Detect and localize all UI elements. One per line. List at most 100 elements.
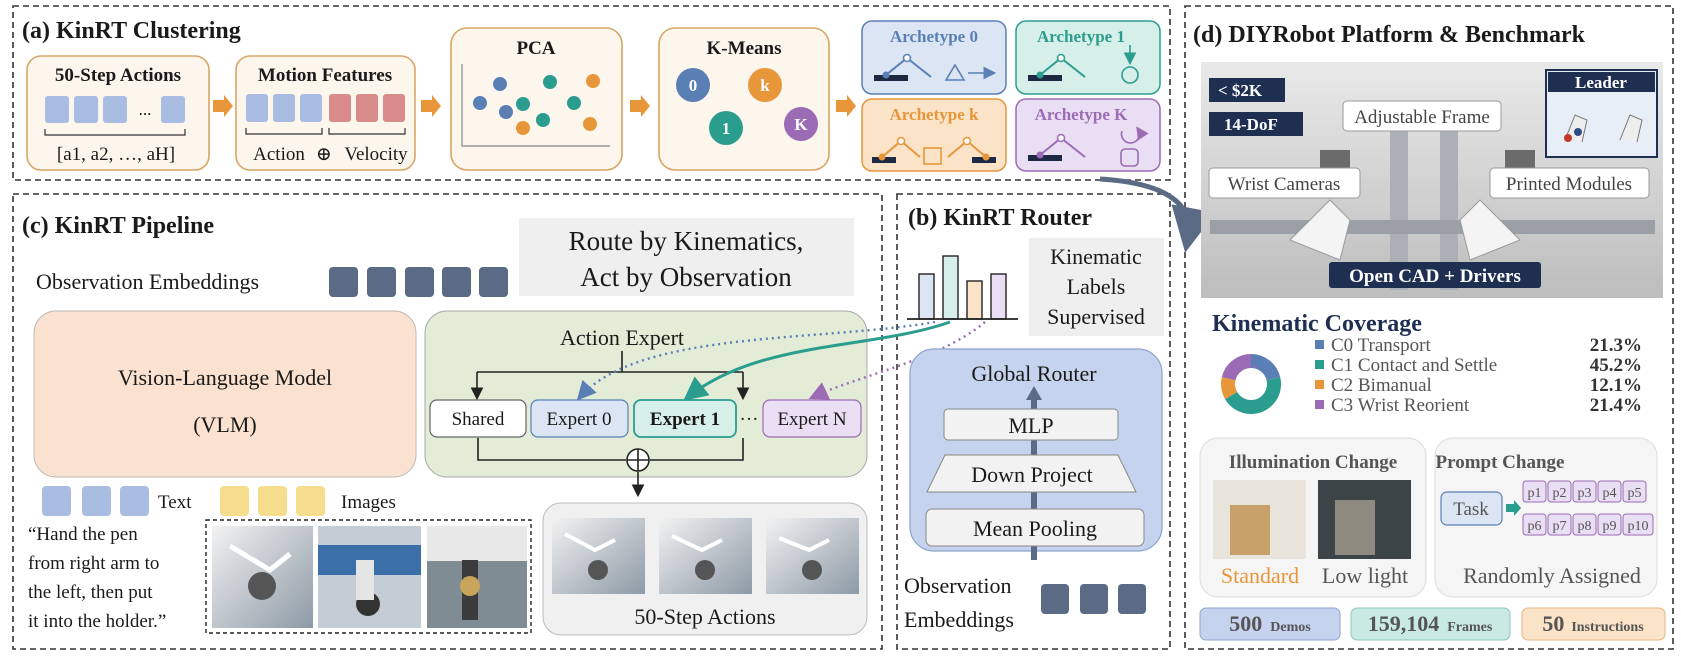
- legend-label-1: C1 Contact and Settle: [1331, 355, 1497, 376]
- router-obs-line1: Observation: [904, 573, 1012, 598]
- archetype-0-title: Archetype 0: [890, 27, 978, 46]
- image-token-label: Images: [341, 492, 396, 513]
- archetype-0-arm-icon: [874, 53, 997, 81]
- action-token: [45, 96, 69, 123]
- instructions-badge: [1521, 607, 1666, 641]
- task-chip: [1440, 491, 1503, 526]
- instruction-line-2: from right arm to: [28, 553, 159, 574]
- route-callout-box: [519, 218, 854, 296]
- image-token: [296, 486, 325, 516]
- randomly-assigned-label: Randomly Assigned: [1463, 563, 1641, 588]
- kmeans-title: K-Means: [707, 38, 782, 59]
- action-expert-title: Action Expert: [560, 325, 684, 350]
- archetype-K-arm-icon: [1028, 126, 1149, 167]
- prompt-chip-2: [1547, 480, 1572, 503]
- flow-arrow: [630, 95, 650, 117]
- cluster-k-circle: [748, 68, 782, 102]
- wrist-cameras-label-box: [1208, 167, 1361, 199]
- action-token: [161, 96, 185, 123]
- price-badge: [1209, 78, 1285, 102]
- obs-embedding-token: [329, 267, 358, 297]
- prompt-chip-4: [1597, 480, 1622, 503]
- action-frame: [552, 518, 645, 594]
- router-obs-token: [1041, 584, 1069, 614]
- open-cad-badge-label: Open CAD + Drivers: [1349, 266, 1521, 287]
- mean-pooling-layer: [925, 508, 1145, 547]
- prompt-chip-label-2: p2: [1553, 486, 1567, 501]
- instruction-line-4: it into the holder.”: [28, 611, 166, 632]
- panel-a-border: [12, 5, 1171, 181]
- panel-d-title: (d) DIYRobot Platform & Benchmark: [1193, 22, 1586, 48]
- velocity-feature-token: [329, 94, 351, 122]
- archetype-k-arm-icon: [872, 136, 996, 165]
- prompt-chip-label-5: p5: [1628, 486, 1642, 501]
- camera-image: [427, 526, 527, 628]
- pca-axes: [461, 64, 610, 147]
- panel-c-border: [12, 193, 883, 650]
- kmeans-box: [658, 27, 830, 171]
- cluster-0-label: 0: [689, 76, 698, 95]
- cluster-K-circle: [784, 107, 818, 141]
- panel-c-title: (c) KinRT Pipeline: [22, 213, 214, 239]
- expert-N: [762, 399, 862, 438]
- demos-badge-label: 500 Demos: [1229, 611, 1311, 636]
- actions-bracket: [44, 129, 186, 136]
- kinematic-histogram-icon: [907, 255, 1018, 320]
- low-light-image: [1318, 480, 1411, 559]
- kinematic-labels-line3: Supervised: [1047, 304, 1145, 329]
- legend-pct-3: 21.4%: [1590, 395, 1642, 416]
- camera-image: [212, 526, 313, 628]
- kinematic-labels-box: [1029, 238, 1164, 336]
- leader-badge: [1548, 72, 1655, 92]
- vlm-box: [33, 310, 417, 478]
- action-token-ellipsis: ...: [139, 100, 152, 119]
- observation-embeddings-label: Observation Embeddings: [36, 269, 259, 294]
- legend-pct-2: 12.1%: [1590, 375, 1642, 396]
- donut-slice-2: [1221, 354, 1281, 414]
- kinematic-labels-line2: Labels: [1067, 274, 1126, 299]
- velocity-bracket: [328, 128, 406, 135]
- shared-expert-label: Shared: [452, 409, 505, 430]
- flow-arrow: [421, 95, 441, 117]
- obs-embedding-token: [367, 267, 396, 297]
- prompt-chip-label-4: p4: [1603, 486, 1617, 501]
- prompt-change-title: Prompt Change: [1436, 452, 1565, 473]
- camera-images-frame: [205, 519, 532, 634]
- down-project-layer: [926, 454, 1137, 493]
- task-chip-label: Task: [1453, 499, 1489, 520]
- velocity-label: Velocity: [344, 144, 408, 165]
- dof-badge: [1209, 112, 1303, 136]
- legend-label-3: C3 Wrist Reorient: [1331, 395, 1470, 416]
- legend-label-0: C0 Transport: [1331, 335, 1431, 356]
- text-token: [42, 486, 71, 516]
- velocity-feature-token: [356, 94, 378, 122]
- camera-image: [318, 526, 421, 628]
- legend-swatch-2: [1315, 380, 1324, 389]
- leader-badge-label: Leader: [1575, 73, 1627, 92]
- velocity-feature-token: [383, 94, 405, 122]
- wrist-cameras-label: Wrist Cameras: [1228, 174, 1341, 195]
- vlm-title: Vision-Language Model: [118, 365, 332, 390]
- frames-badge: [1350, 607, 1511, 641]
- expert-N-label: Expert N: [777, 409, 846, 430]
- shared-expert: [429, 399, 527, 438]
- action-token: [103, 96, 127, 123]
- cluster-k-label: k: [760, 76, 770, 95]
- action-label: Action: [253, 144, 305, 165]
- legend-pct-1: 45.2%: [1590, 355, 1642, 376]
- prompt-chip-label-1: p1: [1528, 486, 1542, 501]
- action-token: [74, 96, 98, 123]
- motion-features-title: Motion Features: [258, 65, 392, 86]
- mlp-label: MLP: [1008, 413, 1053, 438]
- open-cad-badge: [1329, 262, 1541, 288]
- down-project-label: Down Project: [971, 462, 1093, 487]
- text-token-label: Text: [158, 492, 192, 513]
- dof-badge-label: 14-DoF: [1224, 115, 1278, 134]
- archetype-k-box: [861, 98, 1007, 172]
- action-bracket: [245, 128, 323, 135]
- action-feature-token: [246, 94, 268, 122]
- expert-ellipsis: ···: [740, 409, 759, 430]
- panel-d-border: [1184, 5, 1674, 650]
- adjustable-frame-label: Adjustable Frame: [1354, 107, 1490, 128]
- action-feature-token: [300, 94, 322, 122]
